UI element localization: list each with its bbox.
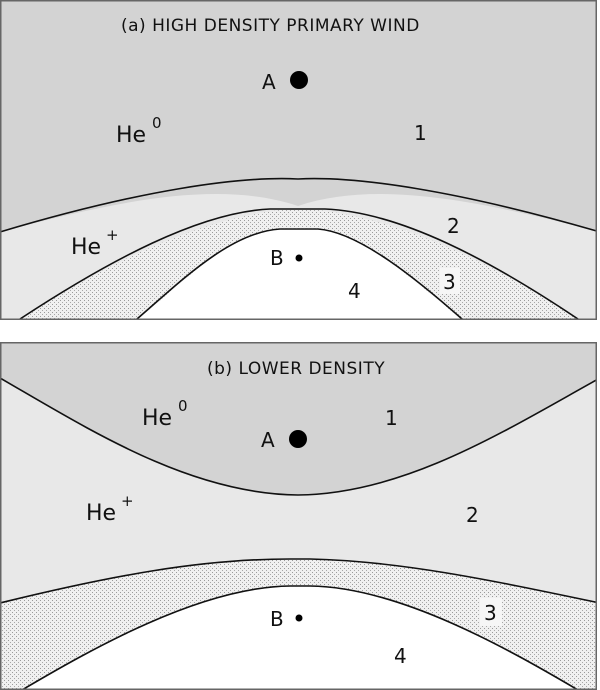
panel-a-region-4 xyxy=(138,228,461,319)
panel-b xyxy=(1,342,596,689)
panel-a-region-4-label: 4 xyxy=(348,279,361,303)
panel-a-boundary-3 xyxy=(136,228,463,319)
panel-a-boundary-2 xyxy=(19,208,579,319)
panel-a-he0-label: He xyxy=(116,123,146,148)
panel-b-region-1-label: 1 xyxy=(385,406,398,430)
panel-b-region-1 xyxy=(1,342,596,495)
panel-b-region-3-label-bg xyxy=(480,598,502,626)
panel-b-he0-superscript: 0 xyxy=(178,397,188,415)
panel-a-region-1-label: 1 xyxy=(414,121,427,145)
panel-a-title: (a) HIGH DENSITY PRIMARY WIND xyxy=(121,16,420,36)
panel-b-title: (b) LOWER DENSITY xyxy=(207,359,385,379)
panel-a-frame xyxy=(0,0,597,320)
panel-b-frame xyxy=(0,342,597,690)
panel-b-heplus-superscript: + xyxy=(121,492,134,510)
panel-a xyxy=(1,1,596,319)
panel-b-boundary-1 xyxy=(1,377,596,496)
panel-a-region-3-label: 3 xyxy=(443,270,456,294)
panel-a-point-a-dot xyxy=(290,71,308,89)
panel-b-boundary-2 xyxy=(1,558,596,604)
panel-b-boundary-3 xyxy=(22,585,578,689)
panel-b-point-a-dot xyxy=(289,430,307,448)
panel-a-region-2-label: 2 xyxy=(447,214,460,238)
panel-a-boundary-1 xyxy=(1,177,596,233)
panel-b-region-3-label: 3 xyxy=(484,601,497,625)
panel-b-region-2-label: 2 xyxy=(466,503,479,527)
panel-a-point-b-label: B xyxy=(270,246,284,270)
panel-a-he0-superscript: 0 xyxy=(152,114,162,132)
panel-b-point-b-label: B xyxy=(270,607,284,631)
panel-a-heplus-label: He xyxy=(71,235,101,260)
panel-b-region-4-label: 4 xyxy=(394,644,407,668)
panel-b-region-4 xyxy=(23,586,577,689)
panel-b-point-b-dot xyxy=(295,614,303,622)
panel-a-point-a-label: A xyxy=(262,70,276,94)
panel-a-heplus-superscript: + xyxy=(106,226,119,244)
panel-b-he0-label: He xyxy=(142,406,172,431)
panel-a-region-3-label-bg xyxy=(440,268,460,294)
panel-a-point-b-dot xyxy=(295,254,303,262)
panel-b-point-a-label: A xyxy=(261,428,275,452)
panel-b-heplus-label: He xyxy=(86,501,116,526)
